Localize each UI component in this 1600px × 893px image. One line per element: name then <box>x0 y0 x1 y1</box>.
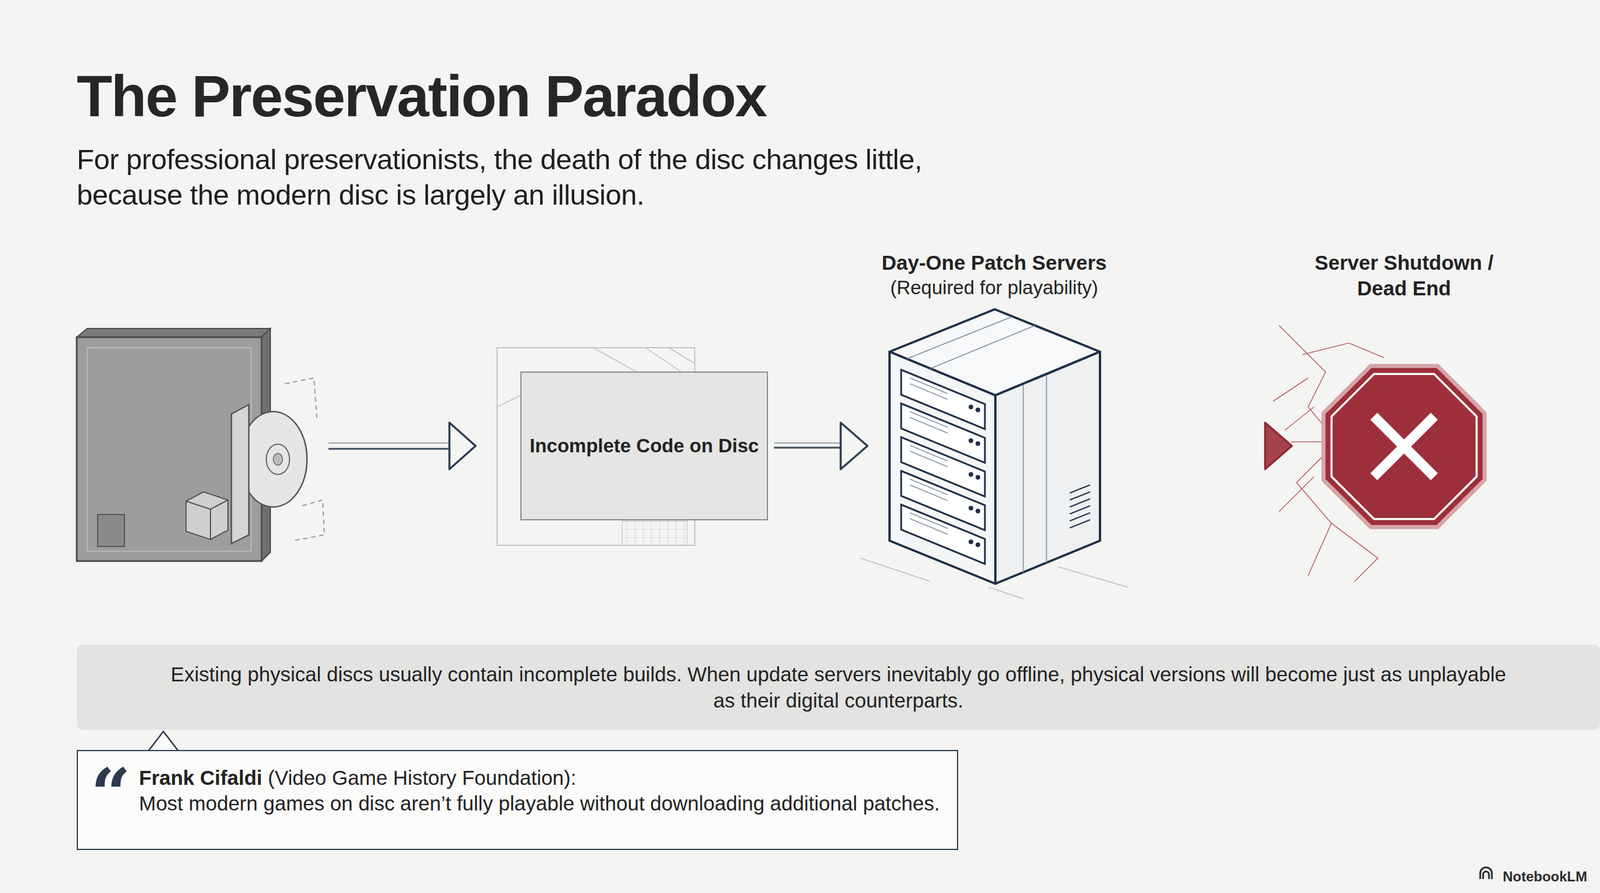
vent-line <box>1069 519 1091 528</box>
arrow-head <box>840 422 868 470</box>
node-heading: Day-One Patch Servers <box>881 250 1107 276</box>
drawer-led <box>975 508 981 514</box>
drawer-led <box>968 438 974 444</box>
drawer-led <box>968 505 974 511</box>
vent-line <box>1069 512 1091 521</box>
node-text: Most modern games on disc aren’t fully p… <box>138 790 940 817</box>
flow-arrow <box>1122 422 1292 470</box>
stop-sign <box>1273 325 1485 582</box>
drawer-led <box>975 475 981 480</box>
arrow-head <box>1265 422 1292 470</box>
drawer-line <box>909 445 948 467</box>
node-text: (Required for playability) <box>890 275 1099 300</box>
drawer-led <box>975 407 981 413</box>
server-rack <box>860 309 1128 599</box>
node-heading: Incomplete Code on Disc <box>529 434 759 458</box>
dead-end-node: Server Shutdown / Dead End <box>1296 250 1512 526</box>
vent-line <box>1069 505 1091 514</box>
quote-box: “ Frank Cifaldi(Video Game History Founda… <box>76 750 959 850</box>
flow-arrow <box>328 422 476 470</box>
drawer-line <box>909 377 948 400</box>
node-heading: “ <box>90 759 131 830</box>
server-drawer <box>901 504 985 564</box>
arrow-shaft <box>773 442 841 444</box>
diagram-subtitle: For professional preservationists, the d… <box>76 141 949 214</box>
node-heading: Server Shutdown / Dead End <box>1308 250 1500 302</box>
drawer-led <box>975 441 981 446</box>
server-node: Day-One Patch Servers(Required for playa… <box>872 250 1117 584</box>
code-box: Incomplete Code on Disc <box>520 371 769 521</box>
callout-tail <box>148 731 179 752</box>
drawer-line <box>909 479 948 501</box>
vent-line <box>1069 484 1091 494</box>
node-heading: Existing physical discs usually contain … <box>158 661 1519 714</box>
flow-arrow <box>773 422 868 470</box>
game-case <box>76 328 325 562</box>
summary-band: Existing physical discs usually contain … <box>76 644 1600 730</box>
diagram-title: The Preservation Paradox <box>76 62 767 130</box>
vent-line <box>1069 491 1091 500</box>
arrow-shaft <box>1122 445 1266 450</box>
watermark-icon <box>1480 867 1492 880</box>
drawer-led <box>968 472 974 477</box>
vent-line <box>1069 498 1091 507</box>
drawer-line <box>909 512 948 535</box>
node-text: (Video Game History Foundation): <box>268 766 577 789</box>
drawer-led <box>968 404 974 410</box>
node-text: Frank Cifaldi <box>138 766 263 789</box>
drawer-led <box>968 539 974 545</box>
drawer-led <box>975 542 981 548</box>
watermark: NotebookLM <box>1502 868 1588 885</box>
arrow-shaft <box>773 447 841 449</box>
drawer-line <box>909 411 948 434</box>
